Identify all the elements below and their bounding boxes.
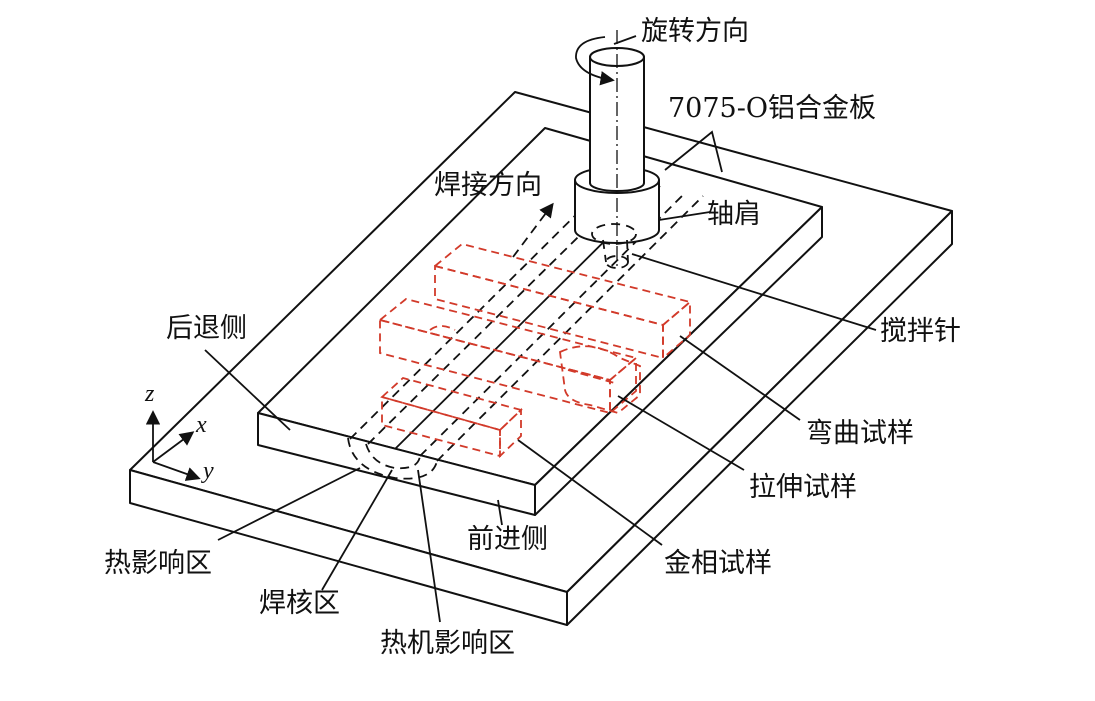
- tool-shank: [589, 56, 645, 192]
- haz-boundary-advancing: [436, 195, 704, 462]
- label-rotation-direction: 旋转方向: [641, 16, 749, 47]
- label-tmaz: 热机影响区: [380, 628, 515, 659]
- tmaz-boundary-advancing: [419, 191, 687, 457]
- tmaz-boundary-retreating: [367, 179, 637, 445]
- shoulder-leader: [658, 211, 711, 221]
- label-retreating-side: 后退侧: [166, 313, 247, 344]
- tmaz-leader: [417, 469, 441, 623]
- pin-leader: [631, 253, 877, 331]
- label-advancing-side: 前进侧: [467, 524, 548, 555]
- x-axis-arrow: [152, 431, 195, 463]
- metallographic-specimen: [380, 377, 523, 459]
- haz-boundary-retreating: [349, 174, 617, 440]
- plate-leaders: [664, 130, 723, 173]
- label-pin: 搅拌针: [880, 316, 961, 347]
- label-shoulder: 轴肩: [707, 199, 761, 230]
- specimens: [378, 243, 692, 459]
- label-nugget-zone: 焊核区: [259, 588, 340, 619]
- coordinate-axes: z x y: [144, 381, 214, 484]
- label-welding-direction: 焊接方向: [434, 170, 542, 201]
- fsw-tool: [574, 30, 660, 270]
- x-axis-label: x: [195, 412, 207, 438]
- nugget-leader: [321, 469, 393, 591]
- tensile-specimen: [559, 345, 641, 414]
- label-bend-specimen: 弯曲试样: [806, 418, 914, 449]
- rotation-arrow: [575, 36, 615, 86]
- label-plate: 7075-O铝合金板: [668, 93, 876, 124]
- haz-cross-section: [347, 437, 438, 480]
- advancing-side-leader: [497, 499, 503, 526]
- backing-plate-side: [566, 210, 953, 626]
- label-tensile-specimen: 拉伸试样: [749, 472, 857, 503]
- welding-direction-arrow: [512, 202, 554, 258]
- tmaz-cross-section: [365, 443, 421, 470]
- haz-leader: [217, 467, 361, 541]
- y-axis-arrow: [152, 461, 201, 481]
- bend-specimen-front: [378, 298, 638, 415]
- bend-specimen-leader: [679, 335, 801, 421]
- tensile-specimen-leader: [617, 395, 745, 471]
- leader-lines: [204, 35, 877, 623]
- y-axis-label: y: [201, 458, 214, 484]
- label-haz: 热影响区: [104, 548, 212, 579]
- retreating-side-leader: [204, 349, 291, 431]
- z-axis-label: z: [144, 381, 155, 407]
- tool-pin-outline: [591, 223, 637, 245]
- labels: 旋转方向 7075-O铝合金板 焊接方向 轴肩 搅拌针 后退侧 弯曲试样 拉伸试…: [104, 16, 961, 659]
- bend-specimen-back: [433, 243, 692, 360]
- label-metallographic-specimen: 金相试样: [664, 548, 772, 579]
- metallographic-leader: [517, 439, 663, 546]
- aluminum-plate-side: [534, 206, 823, 516]
